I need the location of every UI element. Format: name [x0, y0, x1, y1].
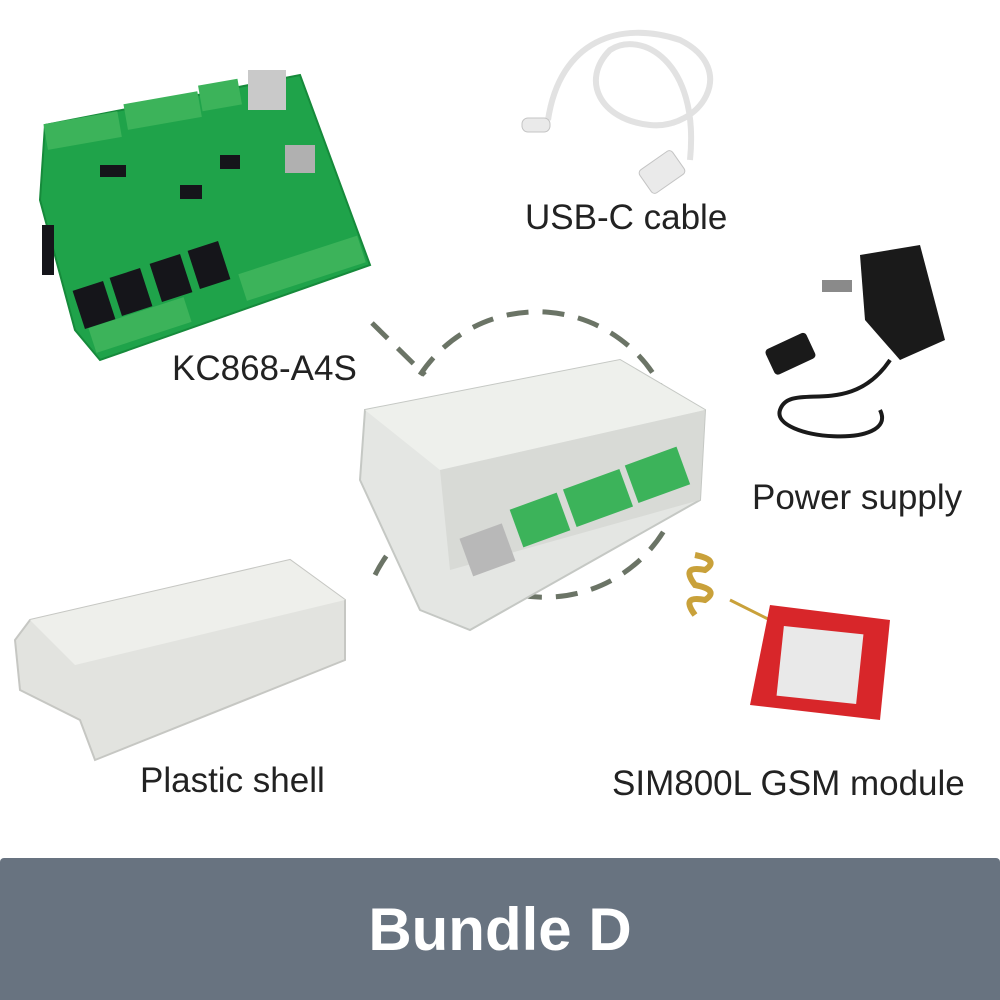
bundle-banner: Bundle D [0, 858, 1000, 1000]
kc868-a4s-board-image [38, 70, 372, 362]
bundle-title: Bundle D [368, 895, 632, 963]
enclosure-image [358, 358, 707, 632]
label-kc868-a4s: KC868-A4S [172, 349, 357, 388]
product-illustrations [13, 29, 945, 762]
label-plastic-shell: Plastic shell [140, 761, 325, 800]
sim800l-module-image [686, 552, 890, 720]
label-power-supply: Power supply [752, 478, 963, 517]
label-sim800l-gsm-module: SIM800L GSM module [612, 764, 965, 803]
plastic-shell-image [13, 558, 346, 762]
usb-c-cable-image [521, 29, 714, 194]
power-supply-image [765, 245, 945, 439]
label-usb-c-cable: USB-C cable [525, 198, 728, 237]
